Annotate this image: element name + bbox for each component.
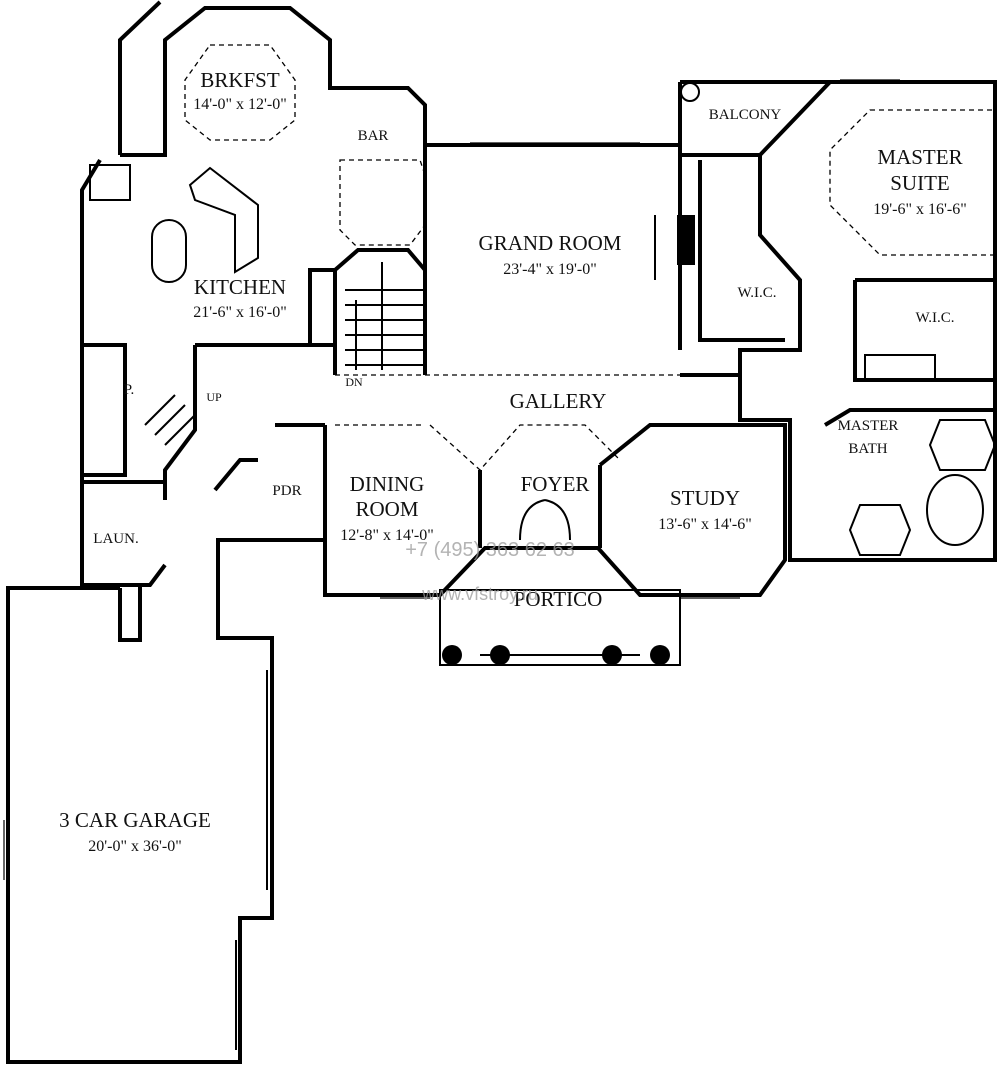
kitchen-walls — [80, 0, 427, 642]
stairs-down-label: DN — [345, 375, 363, 389]
front-walls — [323, 423, 787, 666]
brkfst-size: 14'-0" x 12'-0" — [193, 96, 286, 113]
study-label: STUDY — [670, 486, 740, 510]
stairs — [144, 262, 425, 446]
bar-label: BAR — [358, 128, 389, 144]
balcony-label: BALCONY — [709, 107, 782, 123]
wic-label: W.I.C. — [737, 285, 776, 301]
kitchen-label: KITCHEN — [194, 275, 286, 299]
gallery-label: GALLERY — [510, 389, 607, 413]
pantry-label: P. — [124, 382, 134, 398]
column — [650, 645, 670, 665]
dining-label: DINING — [350, 472, 425, 496]
grand-room-walls — [335, 142, 760, 471]
master-walls — [678, 79, 997, 562]
dining-size: 12'-8" x 14'-0" — [340, 527, 433, 544]
watermark-url: www.vfstroy.ru — [421, 584, 538, 604]
laundry-label: LAUN. — [93, 531, 138, 547]
master-suite-label: MASTER — [877, 145, 962, 169]
pdr-label: PDR — [272, 483, 301, 499]
master-bath-label-2: BATH — [848, 441, 887, 457]
grand-room-size: 23'-4" x 19'-0" — [503, 261, 596, 278]
watermark: +7 (495) 363 62 63 www.vfstroy.ru — [405, 539, 575, 604]
portico-label: PORTICO — [514, 587, 603, 611]
stairs-up-label: UP — [206, 390, 222, 404]
column — [442, 645, 462, 665]
garage-walls — [3, 586, 274, 1064]
grand-room-label: GRAND ROOM — [479, 231, 622, 255]
watermark-phone: +7 (495) 363 62 63 — [405, 539, 575, 561]
garage-size: 20'-0" x 36'-0" — [88, 838, 181, 855]
master-suite-label-2: SUITE — [890, 171, 950, 195]
column — [602, 645, 622, 665]
column — [490, 645, 510, 665]
dining-label-2: ROOM — [355, 497, 418, 521]
kitchen-size: 21'-6" x 16'-0" — [193, 304, 286, 321]
room-labels: BRKFST 14'-0" x 12'-0" BAR GRAND ROOM 23… — [59, 68, 967, 855]
master-suite-size: 19'-6" x 16'-6" — [873, 201, 966, 218]
study-size: 13'-6" x 14'-6" — [658, 516, 751, 533]
entry-door[interactable] — [519, 499, 571, 541]
foyer-label: FOYER — [521, 472, 590, 496]
wic-label-2: W.I.C. — [915, 310, 954, 326]
brkfst-label: BRKFST — [200, 68, 280, 92]
master-bath-label: MASTER — [838, 418, 899, 434]
garage-label: 3 CAR GARAGE — [59, 808, 211, 832]
